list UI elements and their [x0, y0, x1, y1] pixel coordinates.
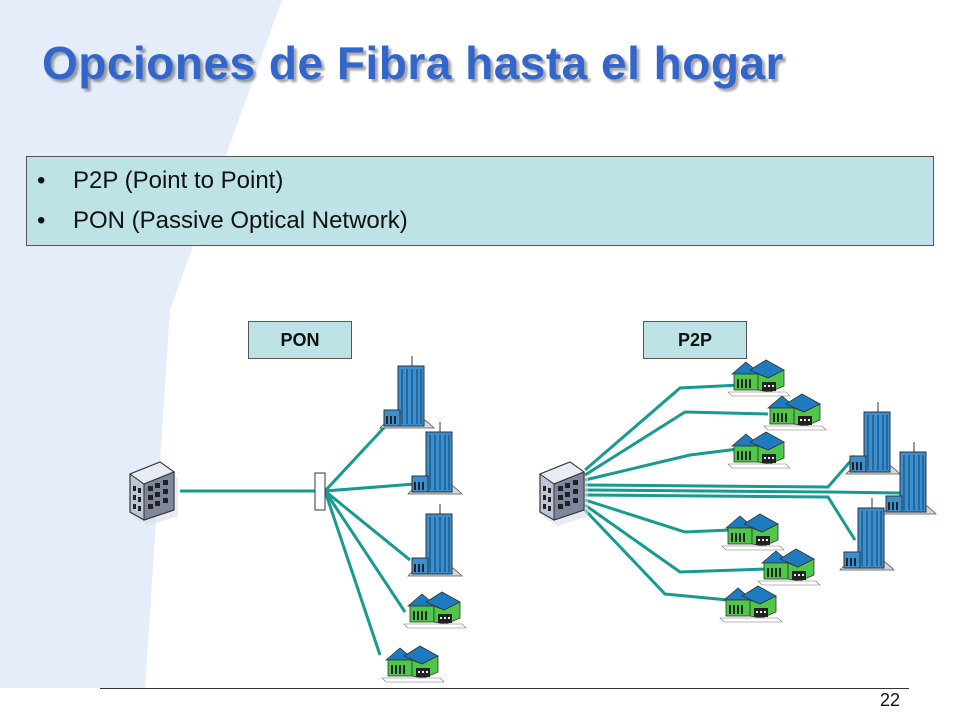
p2p-building-icon — [845, 401, 901, 475]
pon-house-icon — [381, 645, 445, 683]
slide-title: Opciones de Fibra hasta el hogar — [42, 37, 784, 89]
page-number: 22 — [880, 690, 901, 710]
bullet-item-pon: •PON (Passive Optical Network) — [37, 207, 408, 234]
bullet-item-p2p: •P2P (Point to Point) — [37, 167, 284, 194]
pon-building-icon — [379, 355, 435, 429]
pon-building-icon — [407, 421, 463, 495]
central-office-pon-icon — [129, 461, 179, 527]
pon-building-icon — [407, 503, 463, 577]
p2p-house-icon — [721, 513, 785, 551]
pon-fiber-lines — [180, 416, 416, 656]
p2p-house-icon — [719, 585, 783, 623]
p2p-label: P2P — [643, 321, 747, 359]
bullet-text: PON (Passive Optical Network) — [73, 207, 408, 234]
central-office-p2p-icon — [539, 461, 589, 527]
p2p-house-icon — [727, 431, 791, 469]
p2p-house-icon — [757, 548, 821, 586]
p2p-house-icon — [727, 359, 791, 397]
footer-divider — [100, 688, 909, 689]
p2p-house-icon — [763, 393, 827, 431]
pon-label: PON — [248, 321, 352, 359]
bullet-box: •P2P (Point to Point) •PON (Passive Opti… — [26, 156, 934, 246]
bullet-text: P2P (Point to Point) — [73, 167, 284, 194]
pon-splitter — [314, 472, 326, 511]
p2p-fiber-lines — [583, 383, 901, 602]
pon-house-icon — [403, 591, 467, 629]
